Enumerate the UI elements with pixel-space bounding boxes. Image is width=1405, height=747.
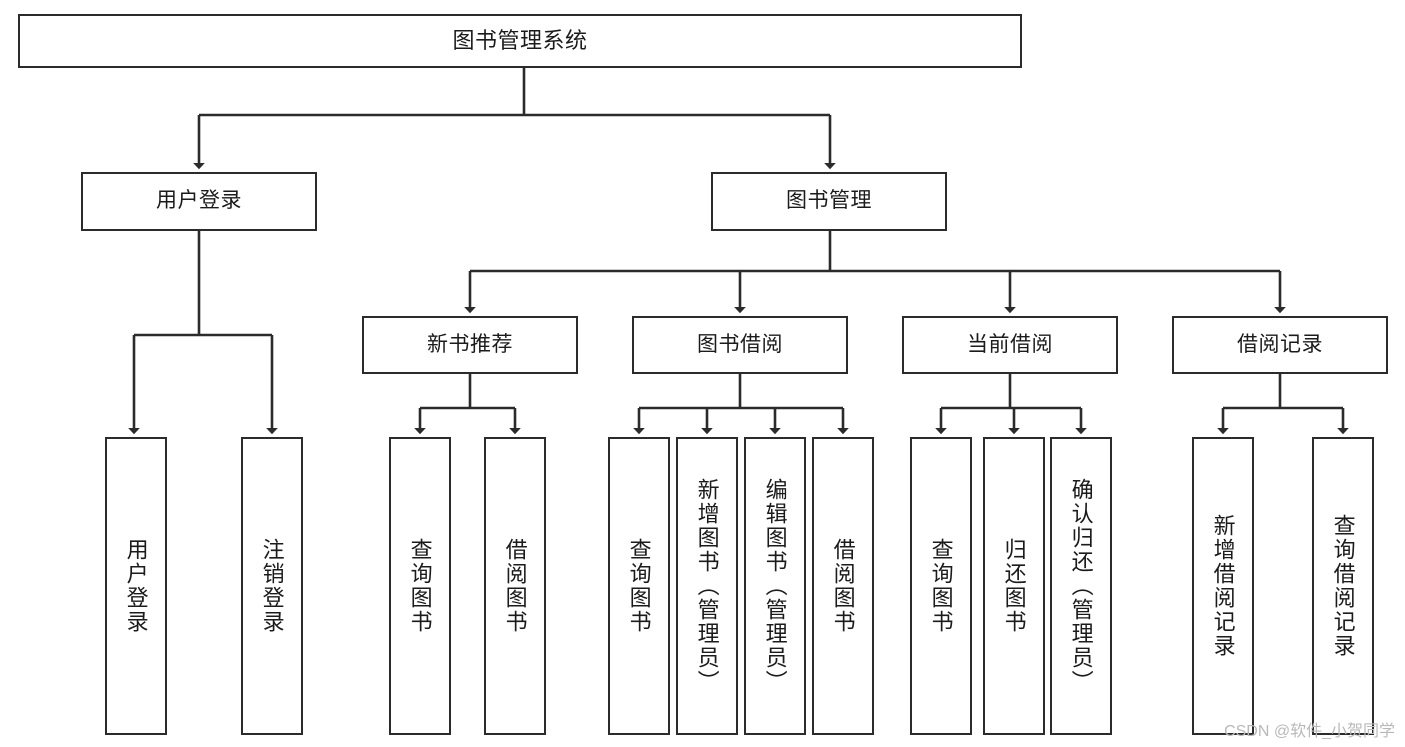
leaf-query-book-recommend[interactable]: 查询图书 [389,437,451,735]
leaf-borrow-book-label: 借阅图书 [830,538,856,634]
node-book-management-label: 图书管理 [786,189,872,213]
node-borrow-record-label: 借阅记录 [1237,332,1323,356]
node-root-label: 图书管理系统 [452,28,588,54]
leaf-borrow-book[interactable]: 借阅图书 [812,437,874,735]
leaf-add-borrow-record[interactable]: 新增借阅记录 [1192,437,1254,735]
leaf-user-login[interactable]: 用户登录 [105,437,167,735]
leaf-confirm-return-admin-label: 确认归还（管理员） [1068,478,1094,694]
csdn-watermark: CSDN @软件_小贺同学 [1224,723,1395,740]
leaf-edit-book-admin[interactable]: 编辑图书（管理员） [744,437,806,735]
leaf-borrow-book-recommend[interactable]: 借阅图书 [484,437,546,735]
leaf-query-book-recommend-label: 查询图书 [407,538,433,634]
leaf-query-borrow-record-label: 查询借阅记录 [1330,514,1356,658]
leaf-return-book[interactable]: 归还图书 [983,437,1045,735]
leaf-logout[interactable]: 注销登录 [241,437,303,735]
node-user-login[interactable]: 用户登录 [81,172,317,231]
node-book-management[interactable]: 图书管理 [711,172,947,231]
node-book-borrow-label: 图书借阅 [697,332,783,356]
leaf-add-borrow-record-label: 新增借阅记录 [1210,514,1236,658]
node-borrow-record[interactable]: 借阅记录 [1172,316,1388,374]
node-current-borrow[interactable]: 当前借阅 [902,316,1118,374]
node-user-login-label: 用户登录 [156,189,242,213]
leaf-logout-label: 注销登录 [259,538,285,634]
node-root[interactable]: 图书管理系统 [18,14,1022,68]
node-new-book-recommend-label: 新书推荐 [427,332,513,356]
leaf-query-book-borrow[interactable]: 查询图书 [608,437,670,735]
leaf-add-book-admin-label: 新增图书（管理员） [694,478,720,694]
leaf-query-borrow-record[interactable]: 查询借阅记录 [1312,437,1374,735]
leaf-query-book-current-label: 查询图书 [928,538,954,634]
leaf-user-login-label: 用户登录 [123,538,149,634]
leaf-edit-book-admin-label: 编辑图书（管理员） [762,478,788,694]
leaf-return-book-label: 归还图书 [1001,538,1027,634]
node-book-borrow[interactable]: 图书借阅 [632,316,848,374]
leaf-add-book-admin[interactable]: 新增图书（管理员） [676,437,738,735]
node-current-borrow-label: 当前借阅 [967,332,1053,356]
leaf-query-book-current[interactable]: 查询图书 [910,437,972,735]
leaf-query-book-borrow-label: 查询图书 [626,538,652,634]
leaf-borrow-book-recommend-label: 借阅图书 [502,538,528,634]
leaf-confirm-return-admin[interactable]: 确认归还（管理员） [1050,437,1112,735]
node-new-book-recommend[interactable]: 新书推荐 [362,316,578,374]
